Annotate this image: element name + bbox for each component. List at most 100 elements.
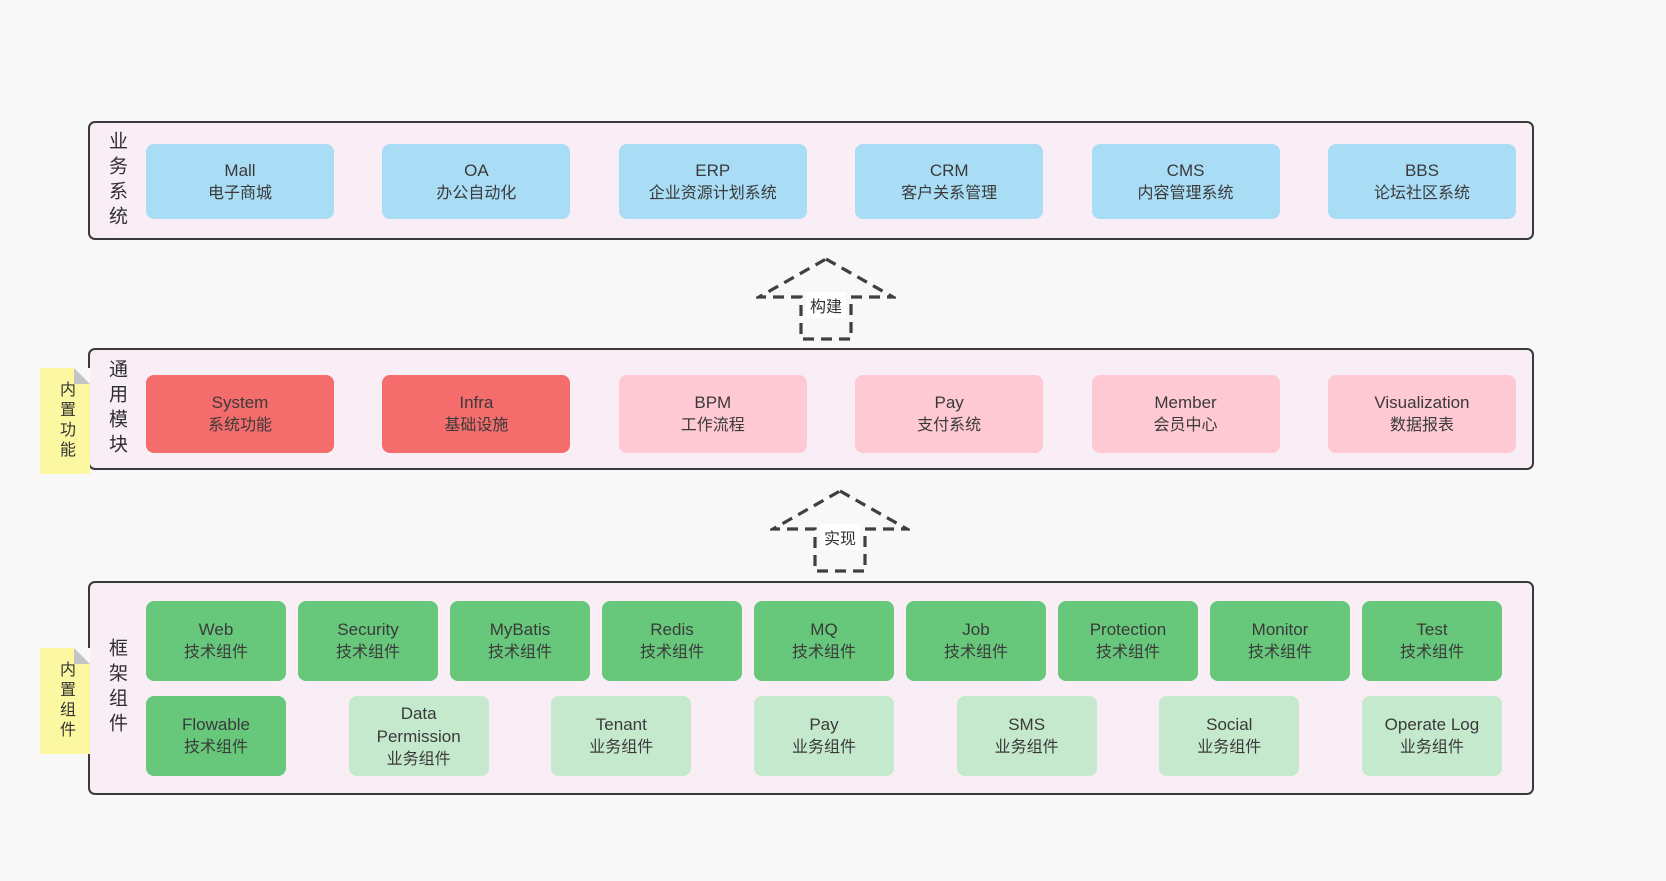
box-bbs: BBS 论坛社区系统 — [1327, 144, 1516, 219]
box-security: Security 技术组件 — [298, 601, 438, 681]
box-subtitle: 内容管理系统 — [1137, 184, 1234, 202]
box-sms: SMS 业务组件 — [956, 696, 1097, 776]
box-subtitle: 技术组件 — [183, 644, 248, 661]
box-protection: Protection 技术组件 — [1058, 601, 1198, 681]
layer-framework-components-label: 框架组件 — [106, 638, 127, 738]
box-title: Protection — [1089, 620, 1167, 639]
box-subtitle: 业务组件 — [994, 739, 1059, 756]
box-subtitle: 客户关系管理 — [901, 184, 998, 202]
box-cms: CMS 内容管理系统 — [1091, 144, 1280, 219]
arrow-build-label: 构建 — [805, 292, 847, 318]
box-title: Mall — [224, 160, 256, 180]
layer-common-modules: 通用模块 System 系统功能 Infra 基础设施 BPM 工作流程 Pay… — [88, 348, 1534, 470]
arrow-implement: 实现 — [770, 488, 910, 574]
box-title: Web — [198, 620, 234, 639]
box-subtitle: 工作流程 — [680, 417, 745, 434]
box-subtitle: 办公自动化 — [436, 184, 517, 202]
box-title: BPM — [694, 393, 732, 412]
box-visualization: Visualization 数据报表 — [1327, 375, 1516, 453]
layer-business-systems-label: 业务系统 — [106, 130, 127, 231]
box-title: Operate Log — [1384, 715, 1480, 734]
box-subtitle: 数据报表 — [1389, 417, 1454, 434]
box-mybatis: MyBatis 技术组件 — [450, 601, 590, 681]
box-title: Flowable — [181, 715, 251, 734]
box-subtitle: 企业资源计划系统 — [648, 184, 777, 202]
box-monitor: Monitor 技术组件 — [1210, 601, 1350, 681]
box-crm: CRM 客户关系管理 — [855, 144, 1044, 219]
box-subtitle: 技术组件 — [943, 644, 1008, 661]
box-pay: Pay 支付系统 — [855, 375, 1044, 453]
box-subtitle: 技术组件 — [1399, 644, 1464, 661]
box-test: Test 技术组件 — [1362, 601, 1502, 681]
box-subtitle: 业务组件 — [589, 739, 654, 756]
box-social: Social 业务组件 — [1159, 696, 1300, 776]
layer-common-modules-label: 通用模块 — [106, 359, 127, 459]
box-title: Redis — [650, 620, 694, 639]
box-title: CMS — [1166, 160, 1205, 180]
box-pay-business: Pay 业务组件 — [753, 696, 894, 776]
box-title: CRM — [929, 160, 969, 180]
box-web: Web 技术组件 — [146, 601, 286, 681]
box-subtitle: 基础设施 — [444, 417, 509, 434]
note-built-in-components-text: 内置组件 — [57, 661, 74, 741]
layer-business-systems: 业务系统 Mall 电子商城 OA 办公自动化 ERP 企业资源计划系统 CRM… — [88, 121, 1534, 240]
box-title: Monitor — [1251, 620, 1309, 639]
layer-framework-components: 框架组件 Web 技术组件 Security 技术组件 MyBatis 技术组件… — [88, 581, 1534, 795]
box-subtitle: 业务组件 — [1399, 739, 1464, 756]
box-title: SMS — [1008, 715, 1046, 734]
box-infra: Infra 基础设施 — [382, 375, 571, 453]
box-title: Job — [962, 620, 990, 639]
box-flowable: Flowable 技术组件 — [146, 696, 286, 776]
box-subtitle: 业务组件 — [1197, 739, 1262, 756]
common-modules-row: System 系统功能 Infra 基础设施 BPM 工作流程 Pay 支付系统… — [146, 375, 1516, 453]
box-title: Pay — [809, 715, 839, 734]
note-built-in-features-text: 内置功能 — [57, 381, 74, 461]
box-subtitle: 会员中心 — [1153, 417, 1218, 434]
box-title: Member — [1154, 393, 1217, 412]
box-bpm: BPM 工作流程 — [618, 375, 807, 453]
box-tenant: Tenant 业务组件 — [551, 696, 692, 776]
note-built-in-components: 内置组件 — [40, 648, 90, 754]
box-title: MyBatis — [489, 620, 551, 639]
box-subtitle: 技术组件 — [639, 644, 704, 661]
box-title: Tenant — [595, 715, 647, 734]
box-title: Pay — [934, 393, 964, 412]
box-title: Security — [337, 620, 399, 639]
box-mall: Mall 电子商城 — [146, 144, 334, 219]
box-subtitle: 技术组件 — [791, 644, 856, 661]
arrow-build: 构建 — [756, 256, 896, 342]
box-erp: ERP 企业资源计划系统 — [618, 144, 807, 219]
box-job: Job 技术组件 — [906, 601, 1046, 681]
box-subtitle: 技术组件 — [1095, 644, 1160, 661]
note-built-in-features: 内置功能 — [40, 368, 90, 474]
box-title: Visualization — [1374, 393, 1470, 412]
box-oa: OA 办公自动化 — [382, 144, 571, 219]
up-arrow-icon — [756, 257, 896, 341]
box-title: OA — [464, 160, 489, 180]
box-operate-log: Operate Log 业务组件 — [1361, 696, 1502, 776]
box-member: Member 会员中心 — [1091, 375, 1280, 453]
arrow-implement-label: 实现 — [819, 524, 861, 550]
up-arrow-icon — [770, 489, 910, 573]
box-subtitle: 系统功能 — [207, 417, 272, 434]
box-subtitle: 论坛社区系统 — [1373, 184, 1470, 202]
box-title: ERP — [695, 160, 731, 180]
box-subtitle: 支付系统 — [917, 417, 982, 434]
box-subtitle: 业务组件 — [791, 739, 856, 756]
box-title: Test — [1416, 620, 1448, 639]
box-subtitle: 技术组件 — [487, 644, 552, 661]
box-title: Data Permission — [376, 703, 461, 746]
box-subtitle: 技术组件 — [1247, 644, 1312, 661]
box-system: System 系统功能 — [146, 375, 334, 453]
box-title: System — [211, 393, 269, 412]
box-title: Infra — [459, 393, 494, 412]
box-redis: Redis 技术组件 — [602, 601, 742, 681]
box-subtitle: 电子商城 — [207, 184, 272, 202]
box-title: Social — [1206, 715, 1253, 734]
box-subtitle: 业务组件 — [386, 750, 451, 768]
framework-components-grid: Web 技术组件 Security 技术组件 MyBatis 技术组件 Redi… — [146, 601, 1502, 776]
box-title: BBS — [1404, 160, 1439, 180]
box-title: MQ — [810, 620, 838, 639]
box-subtitle: 技术组件 — [183, 739, 248, 756]
